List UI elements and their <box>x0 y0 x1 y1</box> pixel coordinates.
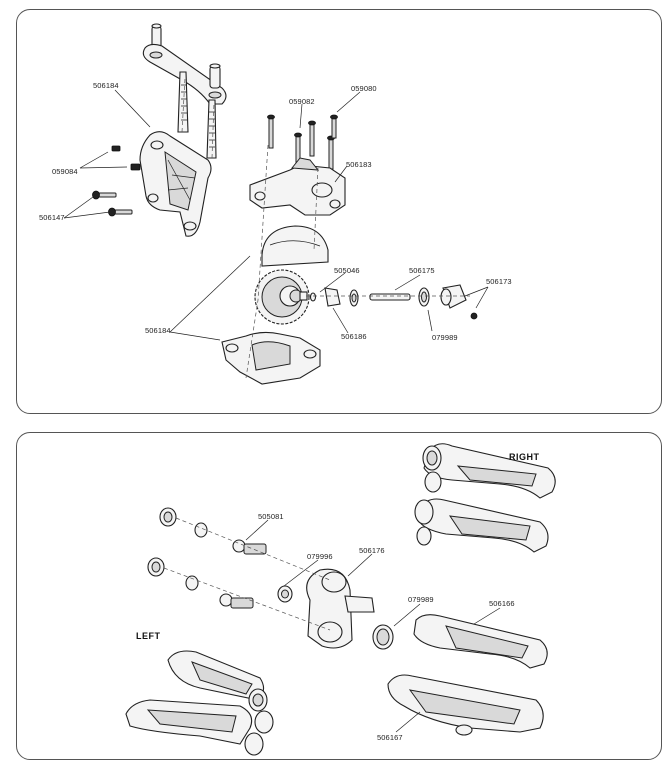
drive-components <box>309 284 478 320</box>
right-lower-arms <box>387 614 548 736</box>
left-arms <box>125 650 274 756</box>
ring-gear <box>254 269 310 325</box>
part-label-506186: 506186 <box>341 332 367 341</box>
right-wishbones <box>414 443 556 553</box>
front-bulkhead <box>139 131 212 237</box>
part-label-079996: 079996 <box>307 552 333 561</box>
part-label-079989-top: 079989 <box>432 333 458 342</box>
part-label-506175: 506175 <box>409 266 435 275</box>
lower-gearbox-housing <box>221 331 321 385</box>
part-label-059082: 059082 <box>289 97 315 106</box>
bottom-dashed-axes <box>163 517 331 631</box>
part-label-506183: 506183 <box>346 160 372 169</box>
part-label-506173: 506173 <box>486 277 512 286</box>
part-label-506176: 506176 <box>359 546 385 555</box>
part-label-506184-top: 506184 <box>93 81 119 90</box>
part-label-505046: 505046 <box>334 266 360 275</box>
side-label-right: RIGHT <box>509 452 540 462</box>
bottom-leader-lines <box>245 519 501 733</box>
part-label-059084: 059084 <box>52 167 78 176</box>
shock-tower-posts <box>142 23 227 159</box>
part-label-079989-bottom: 079989 <box>408 595 434 604</box>
diff-case-cover <box>261 225 329 267</box>
top-leader-lines <box>63 89 489 341</box>
bulkhead-screws <box>92 145 141 217</box>
part-label-505081: 505081 <box>258 512 284 521</box>
long-screws <box>267 114 338 170</box>
part-label-506184-bottom: 506184 <box>145 326 171 335</box>
part-label-506166: 506166 <box>489 599 515 608</box>
side-label-left: LEFT <box>136 631 161 641</box>
part-label-506167: 506167 <box>377 733 403 742</box>
top-dashed-axes <box>181 77 470 379</box>
part-label-506147: 506147 <box>39 213 65 222</box>
upper-gearbox-housing <box>249 157 346 216</box>
part-label-059080: 059080 <box>351 84 377 93</box>
hub-carrier-parts <box>147 507 394 650</box>
